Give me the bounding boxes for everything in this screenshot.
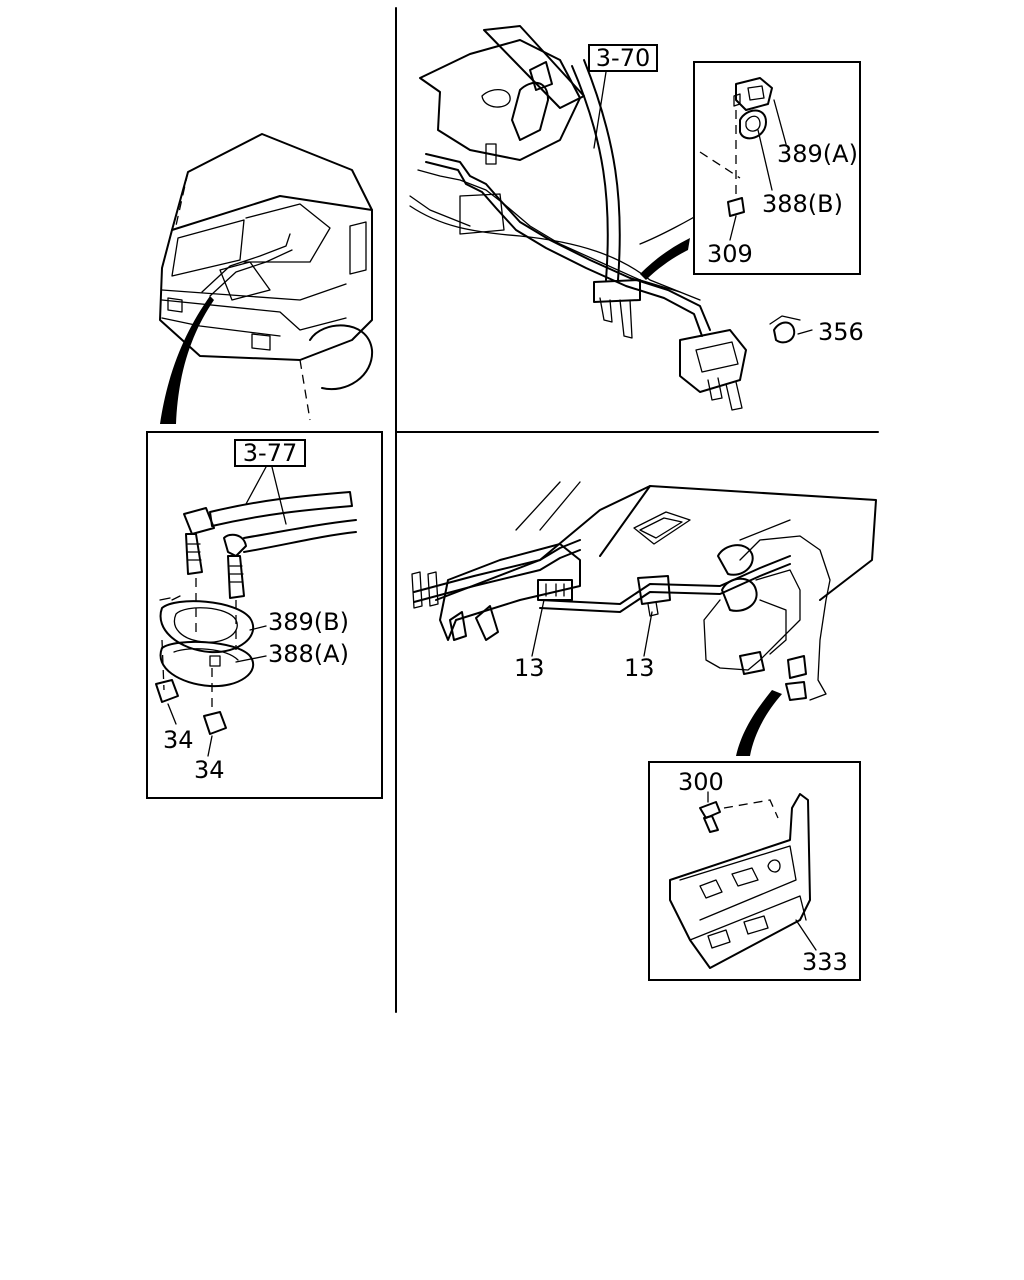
reference-3-70: 3-70 [588,44,658,149]
inset-hose-grommet: 3-77 389(B) 388(A) 34 34 [146,431,383,799]
callout-13-right: 13 [624,654,655,682]
callout-300: 300 [678,768,724,796]
callout-34-lower: 34 [194,756,225,784]
callout-388-a: 388(A) [268,640,349,668]
callout-34-upper: 34 [163,726,194,754]
callout-309: 309 [707,240,753,268]
brake-line-routing-upper [409,25,747,411]
inset-bracket: 300 333 [648,761,861,981]
brake-line-routing-lower: 13 13 [411,481,877,756]
inset-upper-right: 389(A) 388(B) 309 [693,61,861,275]
callout-333: 333 [802,948,848,976]
callout-389-a: 389(A) [777,140,858,168]
callout-356: 356 [818,318,864,346]
truck-cab-illustration [159,133,374,424]
callout-389-b: 389(B) [268,608,349,636]
callout-13-left: 13 [514,654,545,682]
clip-356: 356 [769,315,864,346]
reference-3-70-label: 3-70 [596,44,650,72]
reference-3-77-label: 3-77 [243,439,297,467]
panel-dividers [395,7,879,1013]
callout-388-b: 388(B) [762,190,843,218]
